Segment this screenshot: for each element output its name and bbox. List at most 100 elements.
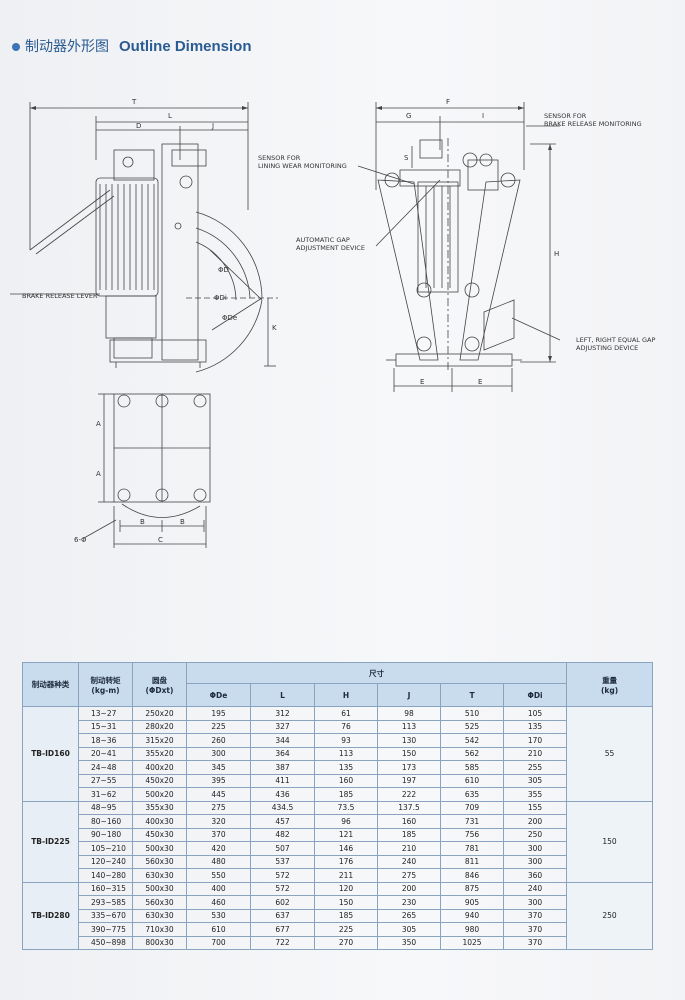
table-cell: 411 [250,773,315,788]
table-cell: 700 [186,935,251,950]
table-cell: 562 [440,746,504,761]
table-cell: 500x30 [132,881,187,896]
header-col-de: ΦDe [186,683,251,707]
label-sensor-release-2: BRAKE RELEASE MONITORING [544,120,642,128]
table-cell: 630x30 [132,908,187,923]
header-col-l: L [250,683,315,707]
table-cell: 76 [314,719,378,734]
table-cell: 197 [377,773,441,788]
table-cell: 121 [314,827,378,842]
table-cell: 344 [250,733,315,748]
outline-drawing: BRAKE RELEASE LEVER SENSOR FOR LINING WE… [10,98,655,548]
table-cell: 327 [250,719,315,734]
table-cell: 525 [440,719,504,734]
table-cell: 105~210 [78,841,133,856]
table-cell: 225 [186,719,251,734]
table-cell: 200 [502,814,568,829]
table-cell: 13~27 [78,706,133,721]
table-cell: 370 [186,827,251,842]
dim-S: S [404,154,409,162]
dim-C: C [158,536,163,544]
table-cell: 781 [440,841,504,856]
table-cell: 140~280 [78,868,133,883]
table-cell: 530 [186,908,251,923]
table-cell: 436 [250,787,315,802]
table-cell: 355x20 [132,746,187,761]
table-cell: 905 [440,895,504,910]
table-cell: 722 [250,935,315,950]
spec-table: 制动器种类 制动转矩 (kg-m) 圆盘 (ΦDxt) 尺寸 重量 (kg) Φ… [22,662,654,950]
table-cell: 80~160 [78,814,133,829]
table-cell: 846 [440,868,504,883]
table-cell: 400x30 [132,814,187,829]
table-cell: 710x30 [132,922,187,937]
table-cell: 96 [314,814,378,829]
table-cell: 260 [186,733,251,748]
table-cell: 480 [186,854,251,869]
section-title-en: Outline Dimension [119,38,252,55]
table-cell: 370 [502,922,568,937]
table-cell: 255 [502,760,568,775]
dim-B-right: B [180,518,185,526]
header-disc: 圆盘 (ΦDxt) [132,662,187,707]
table-cell: 350 [377,935,441,950]
dim-H: H [554,250,559,258]
table-cell: 482 [250,827,315,842]
table-cell: 875 [440,881,504,896]
table-cell: 395 [186,773,251,788]
table-cell: 510 [440,706,504,721]
model-cell: TB-ID160 [22,706,79,802]
dim-A-bottom: A [96,470,101,478]
table-cell: 61 [314,706,378,721]
table-cell: 210 [502,746,568,761]
bullet-icon [12,43,20,51]
dim-phi-de: ΦDe [222,314,237,322]
table-cell: 420 [186,841,251,856]
table-cell: 537 [250,854,315,869]
table-cell: 185 [314,908,378,923]
table-cell: 200 [377,881,441,896]
table-cell: 940 [440,908,504,923]
header-col-j: J [377,683,441,707]
table-cell: 135 [502,719,568,734]
table-cell: 560x30 [132,895,187,910]
table-cell: 460 [186,895,251,910]
table-cell: 176 [314,854,378,869]
header-weight: 重量 (kg) [566,662,654,707]
table-cell: 731 [440,814,504,829]
table-cell: 550 [186,868,251,883]
header-col-di: ΦDi [502,683,568,707]
dim-F: F [446,98,450,106]
table-cell: 293~585 [78,895,133,910]
table-cell: 390~775 [78,922,133,937]
weight-cell: 150 [566,800,654,883]
table-cell: 130 [377,733,441,748]
table-cell: 300 [502,854,568,869]
dim-K: K [272,324,277,332]
table-cell: 610 [440,773,504,788]
label-gap-device-2: ADJUSTMENT DEVICE [296,244,365,252]
table-cell: 120 [314,881,378,896]
dim-A-top: A [96,420,101,428]
table-cell: 222 [377,787,441,802]
table-cell: 98 [377,706,441,721]
label-sensor-release-1: SENSOR FOR [544,112,587,120]
table-cell: 312 [250,706,315,721]
table-cell: 360 [502,868,568,883]
header-col-t: T [440,683,504,707]
table-cell: 185 [377,827,441,842]
table-cell: 265 [377,908,441,923]
table-cell: 400x20 [132,760,187,775]
model-cell: TB-ID225 [22,800,79,883]
table-cell: 300 [186,746,251,761]
